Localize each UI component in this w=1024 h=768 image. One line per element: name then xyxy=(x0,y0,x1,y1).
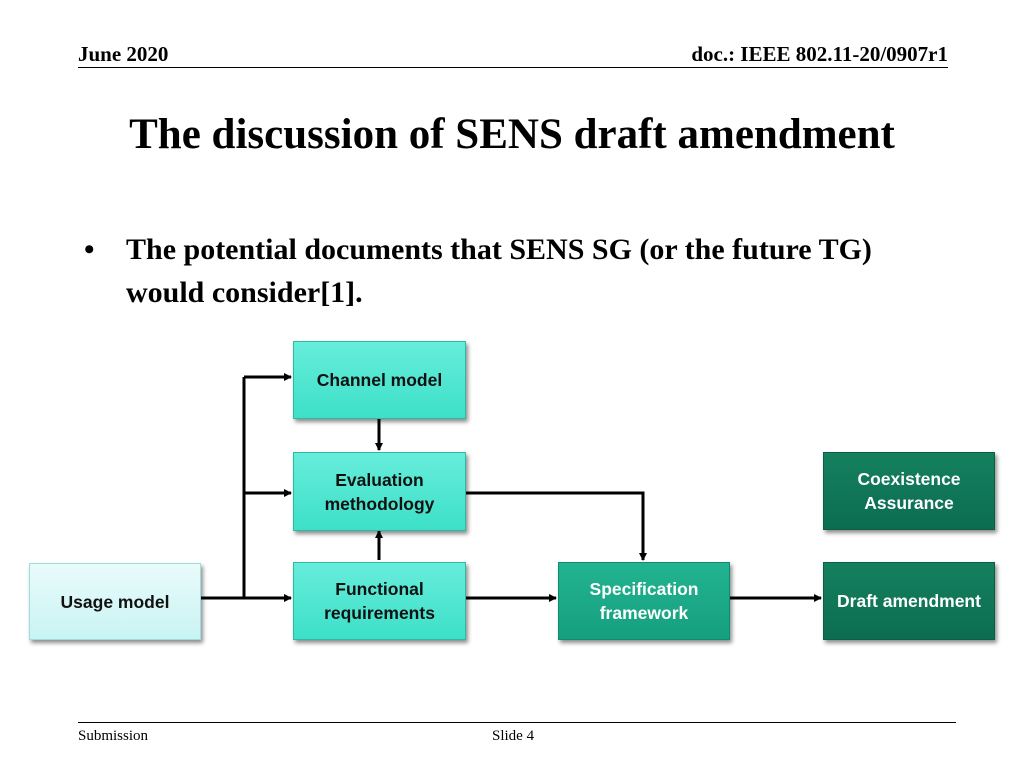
slide-number: Slide 4 xyxy=(492,728,535,744)
header-date: June 2020 xyxy=(78,42,169,66)
coexistence-assurance-box: Coexistence Assurance xyxy=(823,452,995,530)
header-doc-id: doc.: IEEE 802.11-20/0907r1 xyxy=(691,42,948,66)
slide-title: The discussion of SENS draft amendment xyxy=(129,111,895,158)
evaluation-methodology-box: Evaluation methodology xyxy=(293,452,466,531)
bullet-text: The potential documents that SENS SG (or… xyxy=(126,233,872,309)
channel-model-box: Channel model xyxy=(293,341,466,419)
functional-requirements-box: Functional requirements xyxy=(293,562,466,640)
bullet-marker: • xyxy=(84,233,95,266)
arrow-evaluation-to-specification xyxy=(466,491,647,561)
specification-framework-box: Specification framework xyxy=(558,562,730,640)
footer-divider xyxy=(78,722,956,723)
usage-model-box: Usage model xyxy=(29,563,201,640)
header-divider xyxy=(78,67,948,68)
footer-submission: Submission xyxy=(78,728,149,744)
draft-amendment-box: Draft amendment xyxy=(823,562,995,640)
